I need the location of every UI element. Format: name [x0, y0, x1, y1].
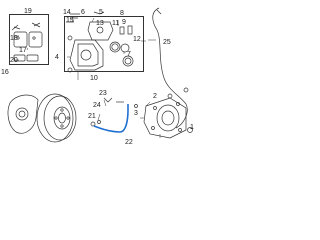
wheel-speed-sensor-cable — [152, 7, 189, 129]
caliper-assembly — [66, 11, 114, 73]
callout-12: 12 — [133, 36, 141, 43]
brake-hose-fittings — [90, 97, 124, 127]
pad-kit-box — [9, 14, 49, 65]
leader-lines — [14, 17, 193, 138]
callout-1: 1 — [190, 124, 194, 131]
callout-10: 10 — [90, 75, 98, 82]
callout-22: 22 — [125, 139, 133, 146]
piston-seal-kit — [109, 25, 134, 67]
caliper-kit-box — [64, 16, 144, 72]
brake-pad-set — [11, 22, 43, 62]
callout-21: 21 — [88, 113, 96, 120]
callout-13: 13 — [96, 20, 104, 27]
brake-hose — [93, 104, 129, 133]
brake-disc — [36, 93, 77, 143]
callout-11: 11 — [112, 20, 120, 27]
callout-17: 17 — [19, 47, 27, 54]
callout-5: 5 — [99, 9, 103, 16]
brake-parts-diagram — [7, 7, 193, 143]
callout-14: 14 — [63, 9, 71, 16]
callout-16: 16 — [1, 69, 9, 76]
dust-shield — [7, 94, 39, 134]
callout-2: 2 — [153, 93, 157, 100]
callout-4: 4 — [55, 54, 59, 61]
callout-24: 24 — [93, 102, 101, 109]
callout-23: 23 — [99, 90, 107, 97]
callout-19: 19 — [24, 8, 32, 15]
callout-7: 7 — [127, 51, 131, 58]
callout-20: 20 — [10, 57, 18, 64]
callout-18: 18 — [10, 35, 18, 42]
callout-15: 15 — [66, 17, 74, 24]
callout-25: 25 — [163, 39, 171, 46]
callout-9: 9 — [122, 19, 126, 26]
callout-8: 8 — [120, 10, 124, 17]
callout-6: 6 — [81, 9, 85, 16]
hub-bearing-assembly — [134, 97, 193, 139]
callout-3: 3 — [134, 110, 138, 117]
